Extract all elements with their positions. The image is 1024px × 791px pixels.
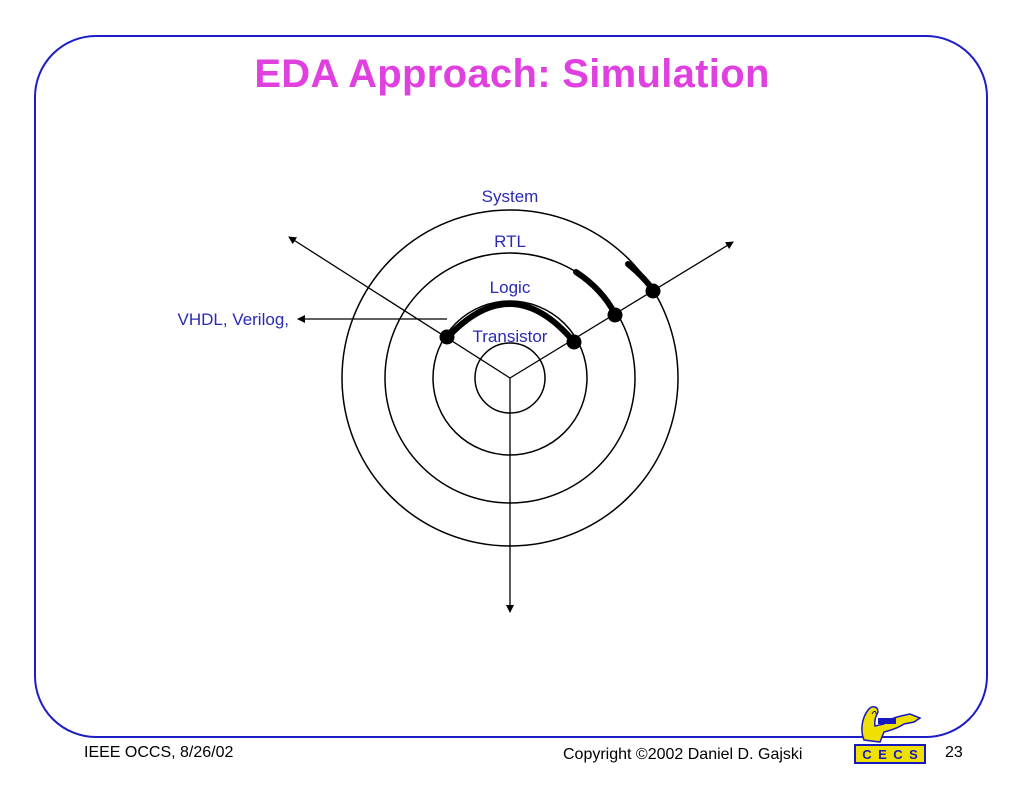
label-system: System bbox=[482, 187, 539, 206]
bear-mascot-icon bbox=[861, 706, 922, 743]
node-structural-rtl bbox=[607, 307, 623, 323]
label-rtl: RTL bbox=[494, 232, 526, 251]
cecs-logo-box: C E C S bbox=[854, 744, 926, 764]
axis-behavioral bbox=[288, 236, 511, 379]
logo-letter: C bbox=[862, 746, 872, 762]
node-structural-system bbox=[645, 283, 661, 299]
label-logic: Logic bbox=[490, 278, 531, 297]
footer-copyright: Copyright ©2002 Daniel D. Gajski bbox=[563, 746, 803, 763]
node-behavioral-logic bbox=[439, 329, 455, 345]
arc-logic-simulation bbox=[444, 301, 577, 345]
cecs-logo: C E C S bbox=[854, 700, 926, 764]
node-structural-logic bbox=[566, 334, 582, 350]
logo-letter: C bbox=[893, 746, 903, 762]
logo-letter: E bbox=[878, 746, 887, 762]
slide-title: EDA Approach: Simulation bbox=[254, 52, 770, 96]
slide-frame bbox=[34, 35, 988, 738]
axis-structural bbox=[509, 241, 734, 379]
footer-conference: IEEE OCCS, 8/26/02 bbox=[84, 744, 234, 761]
label-transistor: Transistor bbox=[473, 327, 548, 346]
page-number: 23 bbox=[945, 744, 963, 761]
arc-rtl-segment bbox=[573, 269, 618, 317]
label-hdl-languages: VHDL, Verilog, bbox=[178, 310, 290, 329]
logo-letter: S bbox=[909, 746, 918, 762]
